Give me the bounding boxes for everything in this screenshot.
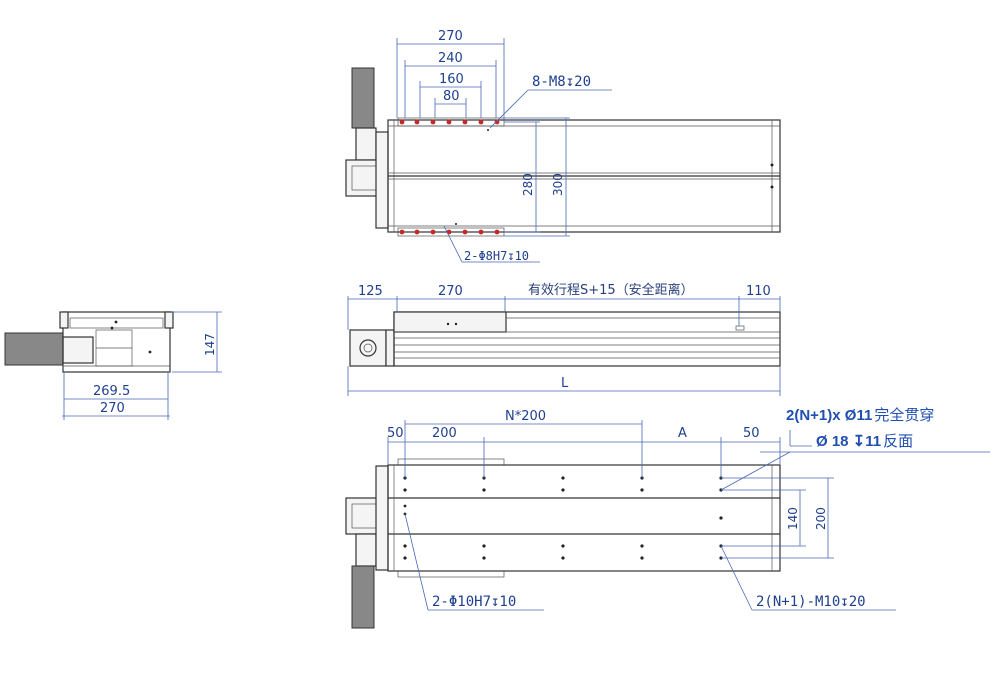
side-carriage [393,311,507,333]
side-dim-110: 110 [746,284,771,299]
bottom-dim-200-v: 200 [814,507,828,530]
end-body [62,311,171,373]
bottom-dim-A: A [678,426,687,441]
top-dim-280: 280 [521,173,535,196]
bottom-holes [403,476,723,560]
bottom-dim-50-right: 50 [743,426,760,441]
side-dim-270: 270 [438,284,463,299]
top-dim-240: 240 [438,51,463,66]
top-mounting-holes [399,119,500,235]
end-motor [4,332,64,366]
top-dim-80: 80 [443,89,460,104]
end-dim-270: 270 [100,401,125,416]
bottom-dim-200: 200 [432,426,457,441]
top-dim-270: 270 [438,29,463,44]
top-dim-160: 160 [439,72,464,87]
end-view: 147 269.5 270 [4,311,222,420]
top-callout-mounting: 8-M8↧20 [532,74,591,90]
side-dim-125: 125 [358,284,383,299]
top-motor-flange [355,127,377,161]
bottom-callout-pins: 2-Φ10H7↧10 [432,594,516,610]
bottom-motor-body [351,565,375,629]
bottom-dim-50-left: 50 [387,426,404,441]
top-view: 270 240 160 80 280 300 8-M8↧20 2-Φ8H7↧10 [345,29,781,263]
side-dim-L: L [561,376,569,391]
bottom-callout-counterbore-bold: Ø 18 ↧11 [816,433,881,450]
bottom-dim-n200: N*200 [505,409,546,424]
bottom-callout-counterbore-zh: 反面 [883,433,913,450]
top-dim-300: 300 [551,173,565,196]
side-rail-body [393,311,781,367]
bottom-callout-through-bold: 2(N+1)x Ø11 [786,407,872,424]
side-stroke-label: 有效行程S+15（安全距离） [528,282,694,298]
bottom-callout-tapped: 2(N+1)-M10↧20 [756,594,866,610]
bottom-rail-body [387,464,781,572]
bottom-callout-through-zh: 完全贯穿 [874,406,934,424]
top-callout-pins: 2-Φ8H7↧10 [464,249,529,263]
end-dim-269-5: 269.5 [93,384,130,399]
bottom-dim-140: 140 [786,507,800,530]
end-dim-147: 147 [203,333,217,356]
top-motor-body [351,67,375,129]
side-view: 125 270 有效行程S+15（安全距离） 110 L [347,282,781,396]
side-motor-block [349,329,387,367]
